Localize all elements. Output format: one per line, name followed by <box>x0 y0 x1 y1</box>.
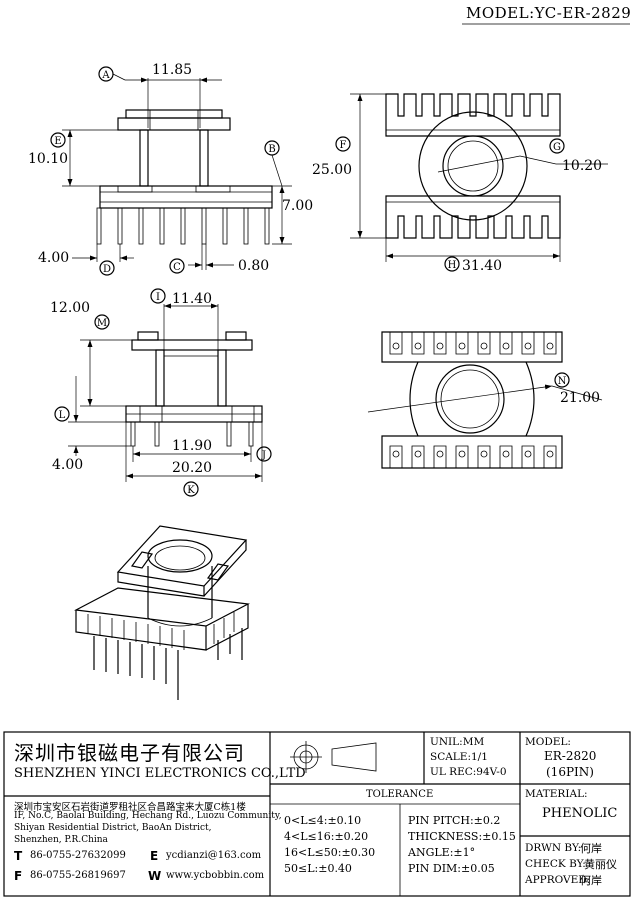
ul-rec-label: UL REC:94V-0 <box>430 766 507 778</box>
value-A: 11.85 <box>152 62 192 78</box>
angle-tolerance: ANGLE:±1° <box>408 846 476 859</box>
label-J: J <box>261 450 266 461</box>
model-value: ER-2820 <box>544 749 597 763</box>
address-en-2: Shiyan Residential District, BaoAn Distr… <box>14 823 212 833</box>
check-by-label: CHECK BY: <box>525 858 586 870</box>
value-F: 25.00 <box>312 162 352 178</box>
company-name-cn: 深圳市银磁电子有限公司 <box>14 741 245 765</box>
label-D: D <box>103 264 111 275</box>
check-by-value: 黄丽仪 <box>584 858 617 871</box>
value-N: 21.00 <box>560 390 600 406</box>
plan-view-top <box>335 93 608 272</box>
label-I: I <box>156 292 160 303</box>
approved-label: APPROVED: <box>525 874 591 886</box>
tolerance-1: 0<L≤4:±0.10 <box>284 814 362 827</box>
address-cn: 深圳市宝安区石岩街道罗租社区合昌路宝来大厦C栋1楼 <box>14 802 246 813</box>
company-name-en: SHENZHEN YINCI ELECTRONICS CO.,LTD <box>14 766 306 781</box>
label-F: F <box>340 140 347 151</box>
bottom-view <box>367 331 603 469</box>
label-B: B <box>268 144 275 155</box>
thickness-tolerance: THICKNESS:±0.15 <box>408 830 516 843</box>
model-header: MODEL:YC-ER-2829 <box>466 4 632 22</box>
title-block-frame <box>3 731 631 897</box>
value-L: 4.00 <box>52 457 83 473</box>
tolerance-4: 50≤L:±0.40 <box>284 862 352 875</box>
pin-count: (16PIN) <box>546 765 594 779</box>
value-K: 20.20 <box>172 460 212 476</box>
pin-dim-tolerance: PIN DIM:±0.05 <box>408 862 495 875</box>
value-H: 31.40 <box>462 258 502 274</box>
front-view-pins <box>96 207 270 245</box>
front-view-top <box>50 66 292 276</box>
tel-number[interactable]: 86-0755-27632099 <box>30 850 126 861</box>
scale-label: SCALE:1/1 <box>430 751 488 763</box>
value-J: 11.90 <box>172 438 212 454</box>
drawn-by-value: 何岸 <box>580 842 602 855</box>
fax-letter: F <box>14 869 23 883</box>
label-E: E <box>54 136 61 147</box>
tolerance-3: 16<L≤50:±0.30 <box>284 846 376 859</box>
value-C: 0.80 <box>238 258 269 274</box>
material-value: PHENOLIC <box>542 806 618 821</box>
website[interactable]: www.ycbobbin.com <box>166 870 265 881</box>
pin-pitch-tolerance: PIN PITCH:±0.2 <box>408 814 501 827</box>
isometric-view <box>74 525 250 700</box>
address-en-1: IF, No.C, Baolai Building, Hechang Rd., … <box>14 811 282 821</box>
tel-letter: T <box>14 849 23 863</box>
value-E: 10.10 <box>28 151 68 167</box>
side-view <box>54 288 272 497</box>
value-B: 7.00 <box>282 198 313 214</box>
value-D: 4.00 <box>38 250 69 266</box>
isometric-pins <box>93 628 243 700</box>
label-N: N <box>558 376 567 387</box>
label-G: G <box>553 142 561 153</box>
label-C: C <box>173 262 181 273</box>
model-label: MODEL: <box>525 736 571 748</box>
approved-value: 何岸 <box>580 874 602 887</box>
label-H: H <box>448 260 457 271</box>
label-A: A <box>101 70 110 81</box>
drawn-by-label: DRWN BY: <box>525 842 582 854</box>
tolerance-title: TOLERANCE <box>366 789 434 800</box>
material-label: MATERIAL: <box>525 788 588 800</box>
tolerance-2: 4<L≤16:±0.20 <box>284 830 369 843</box>
value-M: 12.00 <box>50 300 90 316</box>
email-address[interactable]: ycdianzi@163.com <box>166 850 262 861</box>
address-en-3: Shenzhen, P.R.China <box>14 835 108 845</box>
fax-number: 86-0755-26819697 <box>30 870 126 881</box>
unit-label: UNIL:MM <box>430 736 485 748</box>
value-G: 10.20 <box>562 158 602 174</box>
email-letter: E <box>150 849 159 863</box>
label-M: M <box>97 318 107 329</box>
label-L: L <box>59 410 66 421</box>
web-letter: W <box>148 869 162 883</box>
value-I: 11.40 <box>172 291 212 307</box>
label-K: K <box>187 485 195 496</box>
